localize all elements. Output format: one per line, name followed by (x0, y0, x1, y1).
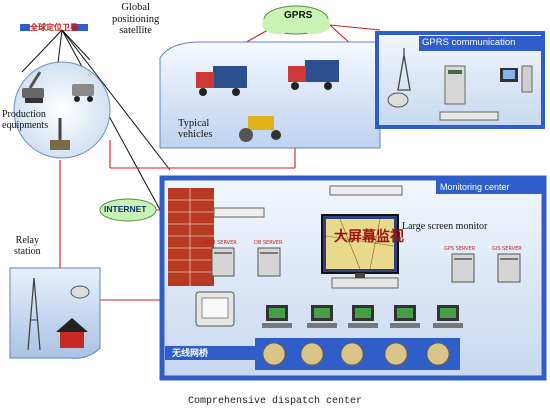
web-server-icon (211, 247, 235, 277)
vehicles-label-line: vehicles (178, 129, 213, 141)
vehicles-label: Typical vehicles (178, 118, 212, 140)
excavator-icon (22, 71, 44, 103)
satellite-chinese-label: 全球定位卫星 (30, 23, 78, 32)
road-roller-icon (239, 116, 281, 142)
house-icon (56, 318, 88, 348)
production-label-line: equipments (2, 119, 49, 131)
terminal-device-icon (195, 291, 235, 327)
web-server-label: WEB SERVER (204, 240, 237, 246)
gprs-communication-title: GPRS communication (422, 37, 516, 48)
diagram-caption: Comprehensive dispatch center (187, 396, 363, 407)
vehicles-panel (159, 41, 381, 149)
gps-server-label: GPS SERVER (444, 246, 476, 252)
vehicles-label-line: Typical (178, 118, 210, 129)
satellite-dish-icon (387, 92, 409, 108)
production-label: Production equipments (2, 109, 49, 131)
truck-icon (288, 60, 339, 90)
production-label-line: Production (2, 109, 46, 120)
relay-label-line: station (14, 245, 41, 257)
satellite-icon (20, 24, 88, 31)
relay-label: Relay station (14, 235, 41, 257)
hub-icon (331, 277, 399, 289)
firewall-icon (168, 188, 214, 286)
db-server-label: DB SERVER (254, 240, 283, 246)
gis-server-icon (497, 253, 521, 283)
antenna-tower-icon (397, 48, 411, 91)
drill-rig-icon (50, 118, 70, 150)
satellite-label: Global positioning satellite (112, 2, 159, 37)
gprs-communication-panel (375, 31, 545, 129)
desktop-computer-icon (500, 65, 533, 93)
relay-tower-icon (27, 277, 41, 351)
production-equipment-circle (13, 61, 111, 159)
gprs-cloud-label: GPRS (284, 10, 313, 21)
truck-icon (196, 66, 247, 96)
workstation-icon (307, 305, 337, 328)
large-screen-monitor (321, 214, 399, 278)
satellite-label-line: Global (121, 2, 150, 13)
dump-truck-icon (72, 84, 94, 102)
gis-server-label: GIS SERVER (492, 246, 522, 252)
workstation-icon (433, 305, 463, 328)
internet-cloud-label: INTERNET (104, 204, 147, 214)
internet-cloud (99, 198, 157, 222)
db-server-icon (257, 247, 281, 277)
monitoring-center-title: Monitoring center (440, 182, 510, 192)
satellite-label-line: satellite (119, 25, 152, 37)
gps-server-icon (451, 253, 475, 283)
large-screen-label: Large screen monitor (402, 221, 488, 232)
gprs-cloud (262, 5, 330, 35)
satellite-label-line: positioning (112, 13, 160, 25)
relay-dish-icon (70, 285, 90, 299)
relay-label-line: Relay (15, 235, 39, 246)
workstation-icon (390, 305, 420, 328)
large-screen-text: 大屏幕监视 (334, 229, 404, 245)
operator-icons (262, 342, 450, 366)
workstation-icon (348, 305, 378, 328)
wireless-bridge-label: 无线网桥 (172, 349, 209, 359)
server-rack-icon (444, 65, 466, 105)
router-icon (439, 111, 499, 121)
switch-icon (329, 185, 403, 196)
switch-icon (213, 207, 265, 218)
workstation-icon (262, 305, 292, 328)
relay-station-panel (9, 267, 101, 359)
